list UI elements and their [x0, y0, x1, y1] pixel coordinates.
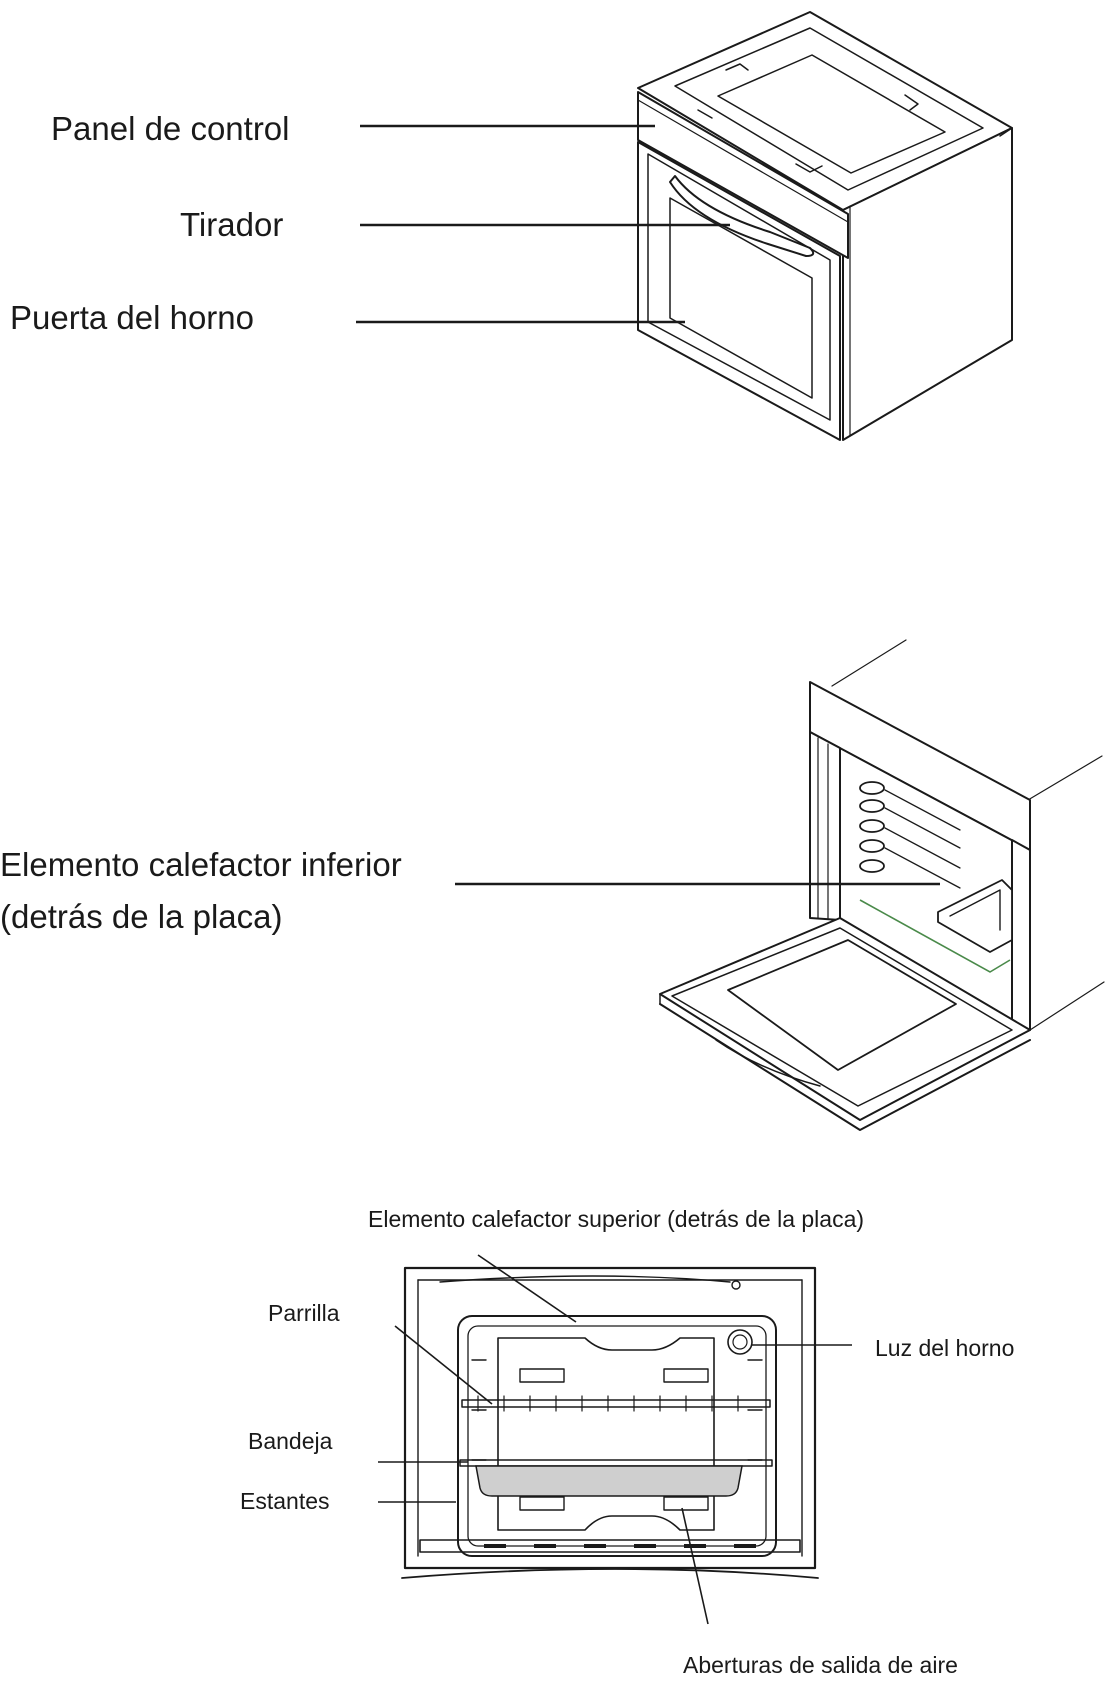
label-bottom-heating-element-note: (detrás de la placa) [0, 898, 283, 935]
air-vent-slots [519, 1368, 709, 1511]
label-bottom-heating-element: Elemento calefactor inferior [0, 846, 402, 883]
leader-top-heating-element [477, 1254, 577, 1323]
label-oven-door: Puerta del horno [10, 299, 255, 336]
label-control-panel: Panel de control [51, 110, 290, 147]
label-top-heating-element: Elemento calefactor superior (detrás de … [368, 1206, 865, 1232]
leader-air-vents [681, 1507, 709, 1625]
baking-tray [459, 1459, 773, 1497]
bottom-vent-marks [484, 1544, 756, 1548]
grill-rack [461, 1395, 771, 1412]
leader-grill [394, 1325, 493, 1405]
label-handle: Tirador [180, 206, 284, 243]
oven-light-lamp [727, 1329, 753, 1355]
label-grill: Parrilla [268, 1300, 340, 1326]
label-air-vents: Aberturas de salida de aire [683, 1652, 958, 1678]
rack-rails [859, 781, 961, 889]
label-tray: Bandeja [248, 1428, 333, 1454]
label-shelves: Estantes [240, 1488, 330, 1514]
label-oven-light: Luz del horno [875, 1335, 1015, 1361]
